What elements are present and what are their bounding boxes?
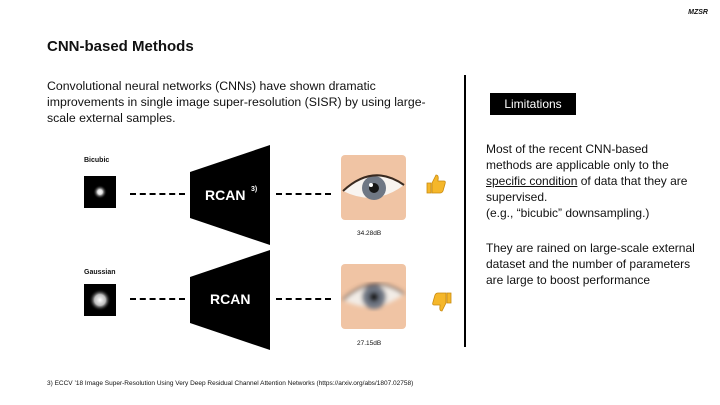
bicubic-label: Bicubic: [84, 157, 110, 164]
arrow-in-1: [130, 193, 185, 195]
thumbs-up-icon: [424, 172, 448, 196]
point-1-example: (e.g., “bicubic” downsampling.): [486, 206, 650, 220]
gaussian-kernel-image: [84, 284, 116, 316]
rcan-label-2: RCAN: [210, 291, 251, 307]
rcan-citation: 3): [251, 186, 258, 193]
sharp-eye-image: [341, 155, 406, 220]
psnr-value-2: 27.15dB: [357, 340, 382, 347]
corner-tag: MZSR: [688, 9, 708, 16]
bicubic-kernel-image: [84, 176, 116, 208]
arrow-out-2: [276, 298, 331, 300]
specific-condition-underlined: specific condition: [486, 174, 578, 188]
point-1-text-a: Most of the recent CNN-based methods are…: [486, 142, 669, 172]
column-divider: [464, 75, 466, 347]
intro-paragraph: Convolutional neural networks (CNNs) hav…: [47, 79, 426, 125]
slide-title: CNN-based Methods: [47, 38, 194, 55]
limitations-badge: Limitations: [490, 93, 576, 115]
limitation-point-1: Most of the recent CNN-based methods are…: [486, 141, 696, 221]
footnote: 3) ECCV ’18 Image Super-Resolution Using…: [47, 380, 414, 387]
thumbs-down-icon: [430, 290, 454, 314]
point-1-text-b: of data that they are supervised.: [486, 174, 688, 204]
blurry-eye-image: [341, 264, 406, 329]
rcan-label-1: RCAN: [205, 187, 246, 203]
limitation-point-2: They are rained on large-scale external …: [486, 241, 695, 287]
psnr-value-1: 34.28dB: [357, 230, 382, 237]
arrow-out-1: [276, 193, 331, 195]
arrow-in-2: [130, 298, 185, 300]
gaussian-label: Gaussian: [84, 269, 116, 276]
